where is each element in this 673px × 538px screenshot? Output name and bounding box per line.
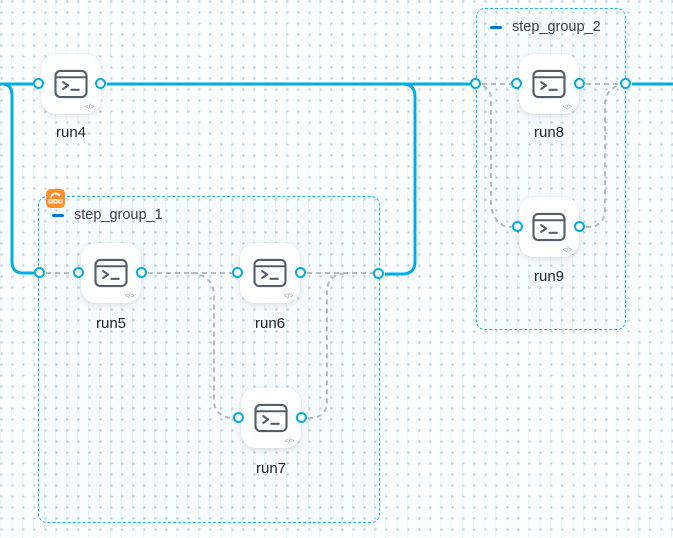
port-run6-in[interactable] [232,267,243,278]
code-icon: </> [283,291,294,300]
terminal-icon [253,258,287,287]
port-run6-out[interactable] [295,267,306,278]
step-label-run9: run9 [533,268,565,285]
collapse-step-group-2-button[interactable] [489,20,503,34]
terminal-icon [54,69,88,98]
port-stepgroup2-out[interactable] [620,78,631,89]
step-node-run8[interactable]: </> [519,54,579,114]
terminal-icon [94,258,128,287]
step-label-run8: run8 [533,124,565,141]
port-run9-out[interactable] [574,221,585,232]
port-run8-out[interactable] [574,78,585,89]
step-group-2-label: step_group_2 [512,19,601,35]
step-label-run4: run4 [55,124,87,141]
edge-run7-sg1out[interactable] [308,272,345,419]
collapse-step-group-1-button[interactable] [51,208,65,222]
port-run5-out[interactable] [136,267,147,278]
looping-strategy-icon [46,189,65,208]
edge-stepgroup1-merge[interactable] [385,82,417,276]
port-run9-in[interactable] [512,221,523,232]
step-group-1-header: step_group_1 [51,207,163,223]
step-node-run7[interactable]: </> [241,388,301,448]
port-run5-in[interactable] [73,267,84,278]
step-group-2-header: step_group_2 [489,19,601,35]
step-node-run9[interactable]: </> [519,197,579,257]
terminal-icon [532,212,566,241]
port-stepgroup1-in[interactable] [34,267,45,278]
port-stepgroup2-in[interactable] [470,78,481,89]
step-group-1-label: step_group_1 [74,207,163,223]
terminal-icon [254,403,288,432]
port-run4-out[interactable] [95,78,106,89]
step-label-run6: run6 [254,315,286,332]
edge-flowin-stepgroup1[interactable] [2,82,34,275]
port-run7-in[interactable] [233,412,244,423]
port-stepgroup1-out[interactable] [373,268,384,279]
minus-icon [490,25,502,29]
code-icon: </> [124,291,135,300]
step-node-run5[interactable]: </> [81,243,141,303]
code-icon: </> [562,102,573,111]
edge-run9-sg2out[interactable] [586,84,621,228]
port-run4-in[interactable] [33,78,44,89]
code-icon: </> [84,102,95,111]
step-node-run6[interactable]: </> [240,243,300,303]
port-run8-in[interactable] [511,78,522,89]
minus-icon [52,213,64,217]
code-icon: </> [562,245,573,254]
step-label-run5: run5 [95,315,127,332]
step-node-run4[interactable]: </> [41,54,101,114]
step-group-2-container[interactable]: step_group_2 [476,8,626,330]
edge-run5-run7[interactable] [190,272,233,419]
terminal-icon [532,69,566,98]
edge-sg2in-run9[interactable] [482,85,512,228]
step-label-run7: run7 [255,460,287,477]
step-group-1-container[interactable]: step_group_1 [38,189,380,523]
code-icon: </> [284,436,295,445]
port-run7-out[interactable] [296,412,307,423]
